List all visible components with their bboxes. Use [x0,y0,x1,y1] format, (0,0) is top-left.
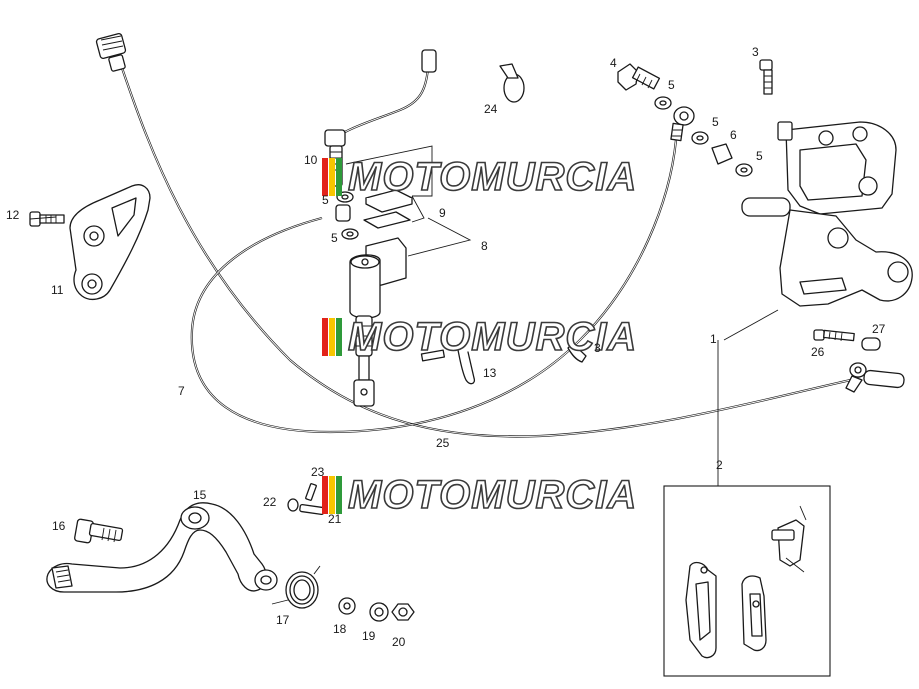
brake-pads-inset-2 [663,485,831,677]
brake-pedal-15 [46,502,278,593]
callout-2: 2 [716,458,723,472]
callout-22: 22 [263,495,277,509]
callout-23: 23 [311,465,325,479]
brake-caliper-1 [741,121,913,307]
return-spring-17 [271,565,321,609]
callout-5: 5 [668,78,675,92]
watermark-logo: MOTOMURCIA [322,154,637,200]
callout-20: 20 [392,635,406,649]
callout-24: 24 [484,102,498,116]
watermark-text: MOTOMURCIA [348,315,637,359]
callout-5: 5 [322,193,329,207]
brake-light-switch-end [845,362,905,393]
watermark-logo: MOTOMURCIA [322,314,637,360]
callout-26: 26 [811,345,825,359]
callout-3: 3 [594,341,601,355]
cables [120,67,861,438]
watermark-text: MOTOMURCIA [348,473,637,517]
chain-guide-11 [69,184,151,301]
callout-11: 11 [51,283,64,297]
callout-10: 10 [304,153,318,167]
callout-8: 8 [481,239,488,253]
callout-6: 6 [730,128,737,142]
leader-lines [29,145,779,486]
callout-12: 12 [6,208,20,222]
parts-21-22-23 [287,483,325,516]
callout-13: 13 [483,366,497,380]
hose-clamp-24 [499,63,525,103]
cable-end-fitting [95,33,127,72]
small-parts-13 [420,343,587,385]
callout-5: 5 [331,231,338,245]
callout-18: 18 [333,622,347,636]
pivot-bolt-16 [74,518,124,544]
callout-21: 21 [328,512,342,526]
washers-18-19-nut-20 [338,597,415,622]
watermark-logo: MOTOMURCIA [322,472,637,518]
bolt-26-spacer-27 [813,329,881,351]
callout-5: 5 [712,115,719,129]
callout-4: 4 [610,56,617,70]
banjo-parts [617,59,773,177]
callout-16: 16 [52,519,66,533]
callout-5: 5 [756,149,763,163]
callout-27: 27 [872,322,886,336]
callout-19: 19 [362,629,376,643]
watermark: MOTOMURCIA MOTOMURCIA MOTOMURCIA [322,154,637,518]
callouts: 1 2 3 3 4 5 5 5 5 5 6 7 8 9 10 11 12 13 … [6,45,886,649]
callout-25: 25 [436,436,450,450]
callout-15: 15 [193,488,207,502]
callout-1: 1 [710,332,717,346]
watermark-text: MOTOMURCIA [348,155,637,199]
callout-3: 3 [752,45,759,59]
cable-25 [120,67,861,438]
callout-17: 17 [276,613,290,627]
callout-9: 9 [439,206,446,220]
callout-7: 7 [178,384,185,398]
